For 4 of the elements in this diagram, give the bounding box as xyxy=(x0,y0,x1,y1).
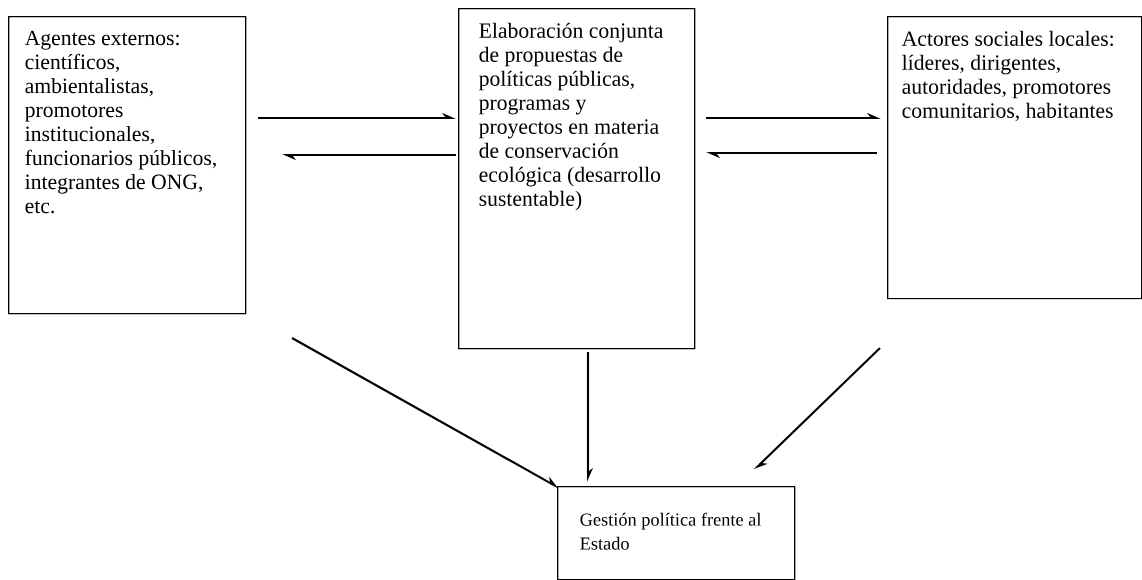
process-box: Gestión política frente al Estado xyxy=(557,486,796,580)
process-box: Actores sociales locales: líderes, dirigentes, autoridades, promotores comunitarios, habitantes xyxy=(887,16,1142,300)
process-box: Elaboración conjunta de propuestas de políticas públicas, programas y proyectos en materia de conservación ecológica (desarrollo sustentable) xyxy=(458,8,696,350)
process-box: Agentes externos: científicos, ambientalistas, promotores institucionales, funcionarios públicos, integrantes de ONG, etc. xyxy=(8,16,247,315)
